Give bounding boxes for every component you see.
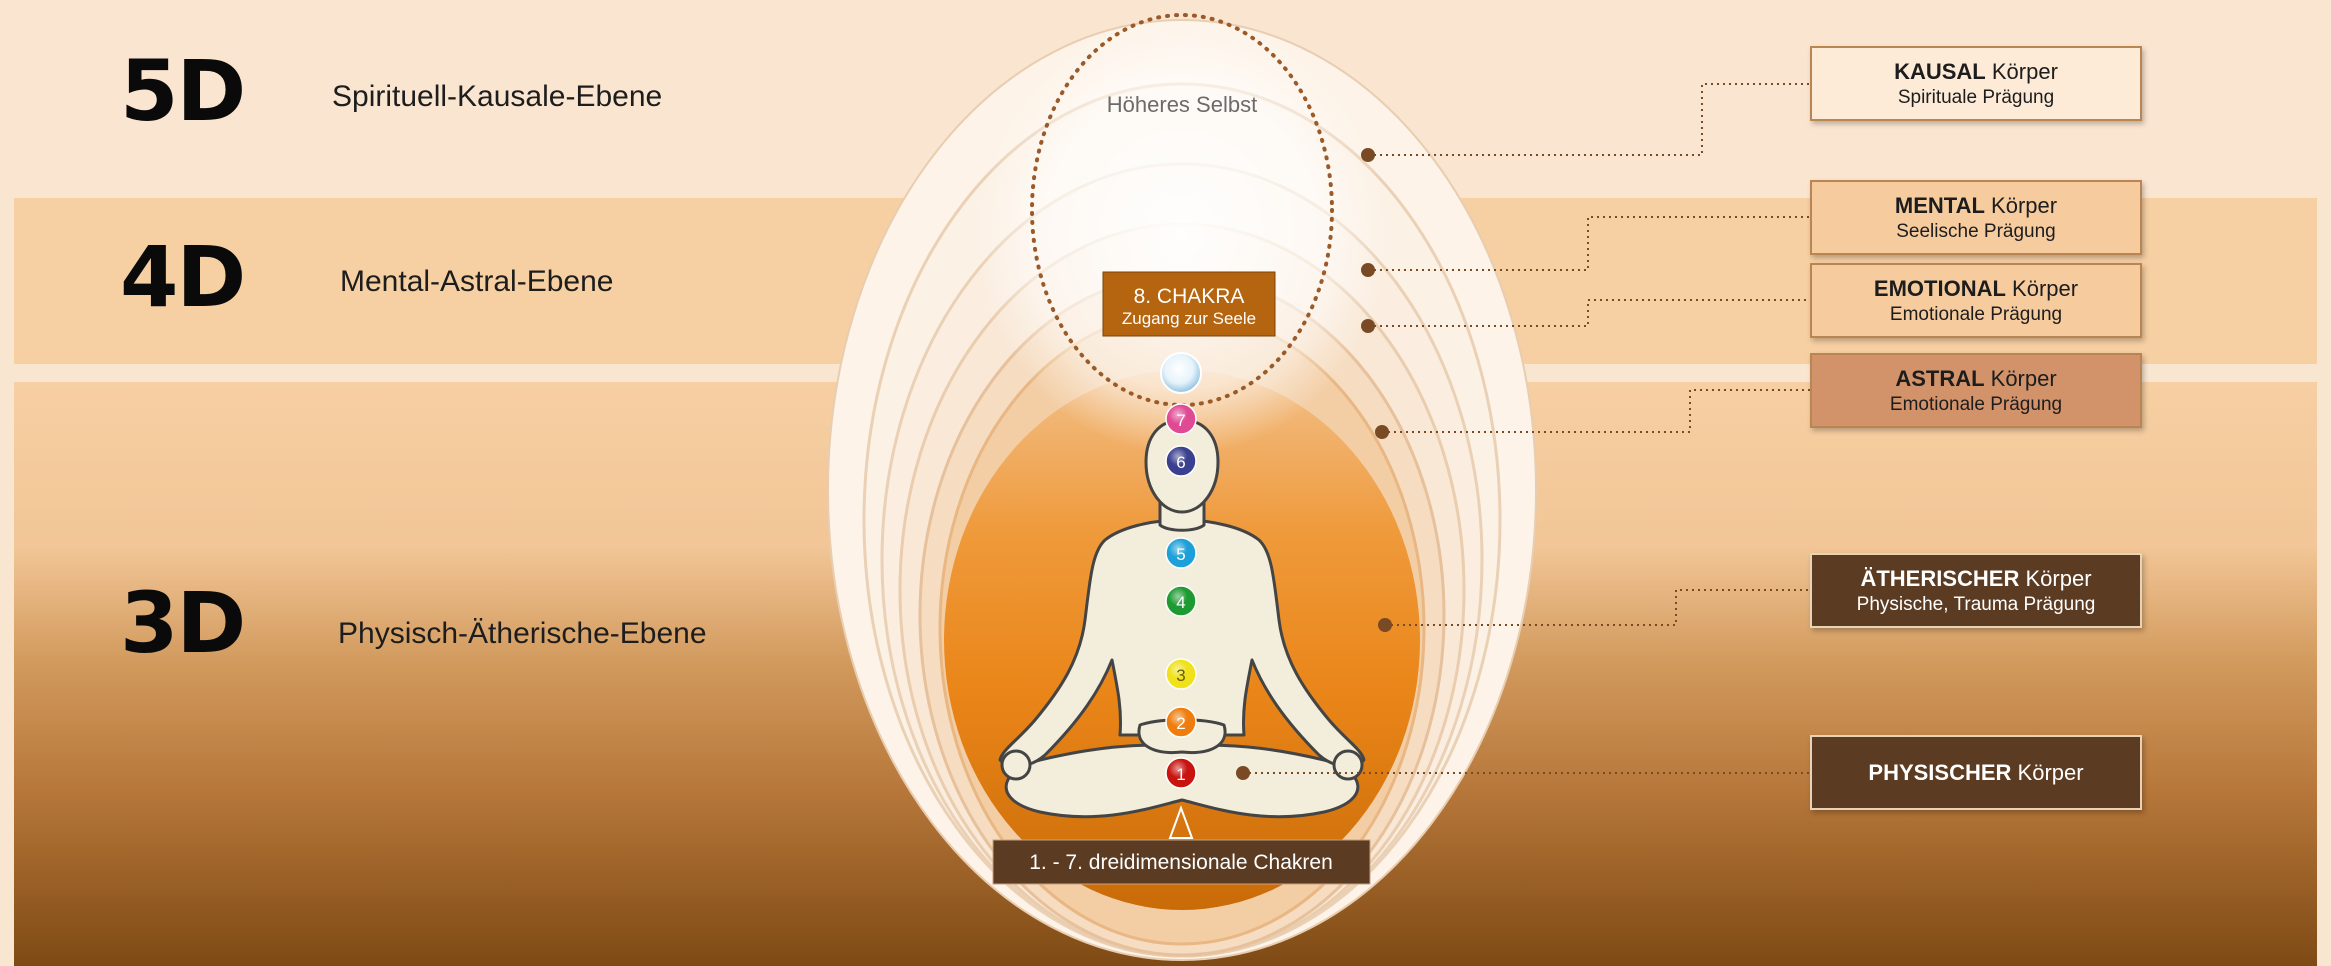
- body-box-kausal: KAUSAL Körper Spirituale Prägung: [1810, 46, 2142, 121]
- body-box-mental: MENTAL Körper Seelische Prägung: [1810, 180, 2142, 255]
- chakra-5-label: 5: [1176, 545, 1185, 564]
- body-kausal-rest: Körper: [1986, 59, 2058, 84]
- body-emotional-bold: EMOTIONAL: [1874, 276, 2006, 301]
- body-physisch-rest: Körper: [2011, 760, 2083, 785]
- body-aetherisch-rest: Körper: [2019, 566, 2091, 591]
- body-kausal-sub: Spirituale Prägung: [1898, 86, 2054, 110]
- body-astral-rest: Körper: [1985, 366, 2057, 391]
- soul-orb-icon: [1161, 353, 1201, 393]
- body-aetherisch-bold: ÄTHERISCHER: [1860, 566, 2019, 591]
- dot-physisch: [1236, 766, 1250, 780]
- body-box-physisch: PHYSISCHER Körper: [1810, 735, 2142, 810]
- body-box-aetherisch: ÄTHERISCHER Körper Physische, Trauma Prä…: [1810, 553, 2142, 628]
- dot-emotional: [1361, 319, 1375, 333]
- dot-kausal: [1361, 148, 1375, 162]
- chakra-1-label: 1: [1176, 765, 1185, 784]
- body-emotional-sub: Emotionale Prägung: [1890, 303, 2062, 327]
- dot-mental: [1361, 263, 1375, 277]
- body-kausal-bold: KAUSAL: [1894, 59, 1986, 84]
- body-mental-sub: Seelische Prägung: [1896, 220, 2056, 244]
- chakra-6-label: 6: [1176, 453, 1185, 472]
- body-box-astral: ASTRAL Körper Emotionale Prägung: [1810, 353, 2142, 428]
- body-astral-bold: ASTRAL: [1895, 366, 1984, 391]
- chakra-caption: 1. - 7. dreidimensionale Chakren: [1029, 851, 1333, 874]
- connector-kausal: [1368, 84, 1810, 155]
- body-box-emotional: EMOTIONAL Körper Emotionale Prägung: [1810, 263, 2142, 338]
- chakra-7-label: 7: [1176, 411, 1185, 430]
- body-mental-bold: MENTAL: [1895, 193, 1985, 218]
- chakra8-title: 8. CHAKRA: [1134, 285, 1245, 308]
- dot-aetherisch: [1378, 618, 1392, 632]
- body-mental-rest: Körper: [1985, 193, 2057, 218]
- chakra-2-label: 2: [1176, 714, 1185, 733]
- chakra8-subtitle: Zugang zur Seele: [1122, 309, 1256, 328]
- chakra-column: 1 2 3 4 5 6 7: [1166, 404, 1196, 788]
- chakra-3-label: 3: [1176, 666, 1185, 685]
- higher-self-label: Höheres Selbst: [1107, 92, 1257, 117]
- dot-astral: [1375, 425, 1389, 439]
- body-aetherisch-sub: Physische, Trauma Prägung: [1857, 593, 2096, 617]
- body-astral-sub: Emotionale Prägung: [1890, 393, 2062, 417]
- body-physisch-bold: PHYSISCHER: [1868, 760, 2011, 785]
- body-emotional-rest: Körper: [2006, 276, 2078, 301]
- chakra-4-label: 4: [1176, 593, 1185, 612]
